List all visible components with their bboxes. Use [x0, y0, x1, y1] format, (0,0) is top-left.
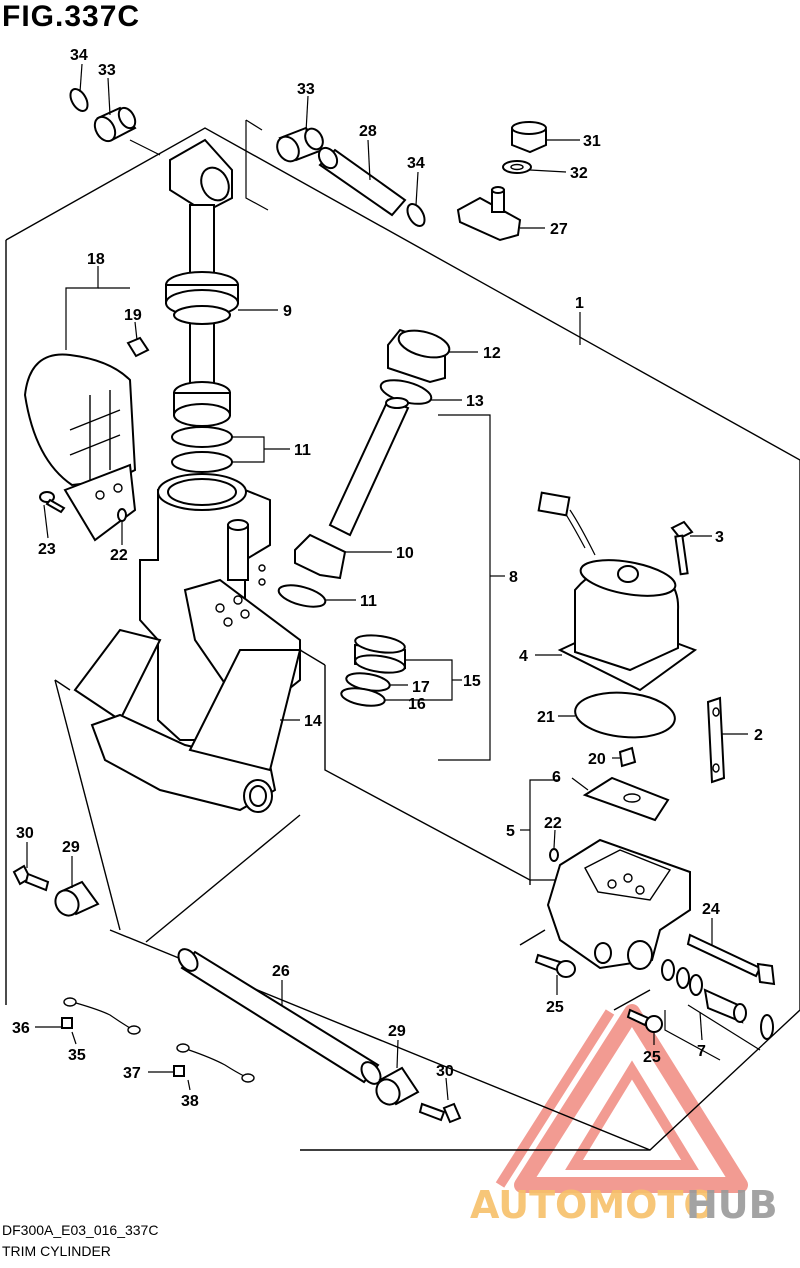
cover-18	[23, 353, 137, 542]
ground-wire-35	[63, 997, 141, 1035]
washer-22-left	[117, 508, 127, 522]
callout-31: 31	[583, 133, 601, 150]
circlip-34-left	[69, 88, 89, 112]
callout-11: 11	[294, 442, 311, 459]
callout-38: 38	[181, 1093, 199, 1110]
callout-29: 29	[388, 1023, 406, 1040]
bushing-33-mid	[276, 126, 324, 163]
screw-37	[173, 1065, 185, 1077]
o-ring-11-lower	[277, 584, 327, 608]
callout-2: 2	[754, 727, 763, 744]
bushing-29-left	[54, 880, 100, 917]
callout-5: 5	[506, 823, 515, 840]
callout-15: 15	[463, 673, 481, 690]
callout-26: 26	[272, 963, 290, 980]
pin-28	[317, 146, 407, 217]
callout-27: 27	[550, 221, 568, 238]
callout-1: 1	[575, 295, 584, 312]
circlip-34-mid	[406, 203, 426, 227]
watermark-brand-part2: HUB	[686, 1183, 778, 1227]
callout-37: 37	[123, 1065, 141, 1082]
bolt-30-right	[418, 1102, 462, 1124]
o-rings-11-upper	[171, 426, 233, 473]
pump-body-5	[546, 838, 691, 970]
callout-3: 3	[715, 529, 724, 546]
plug-19	[126, 336, 150, 358]
callout-7: 7	[697, 1043, 706, 1060]
screw-36	[61, 1017, 73, 1029]
callout-4: 4	[519, 648, 528, 665]
cylinder-body-14	[73, 628, 302, 813]
callout-34: 34	[70, 47, 88, 64]
bolt-3	[670, 520, 694, 576]
callout-23: 23	[38, 541, 56, 558]
washer-22-right	[549, 848, 559, 862]
leader-lines	[26, 63, 748, 1101]
washer-32	[502, 160, 532, 174]
bolt-30-left	[12, 864, 50, 892]
callout-30: 30	[436, 1063, 454, 1080]
bushing-33-left	[93, 106, 137, 143]
callout-33: 33	[297, 81, 315, 98]
callout-30: 30	[16, 825, 34, 842]
ring-16	[340, 687, 386, 707]
callout-11: 11	[360, 593, 377, 610]
callout-36: 36	[12, 1020, 30, 1037]
callout-16: 16	[408, 696, 426, 713]
callout-35: 35	[68, 1047, 86, 1064]
callout-21: 21	[537, 709, 555, 726]
rod-guide-9	[165, 271, 239, 325]
callout-28: 28	[359, 123, 377, 140]
callout-22: 22	[544, 815, 562, 832]
callout-25: 25	[546, 999, 564, 1016]
seal-kit-15	[354, 634, 406, 674]
callout-24: 24	[702, 901, 720, 918]
bracket-2	[706, 696, 726, 784]
o-ring-21	[574, 691, 676, 739]
callout-22: 22	[110, 547, 128, 564]
tilt-rod-eye	[169, 138, 233, 214]
valve-plate-6	[582, 776, 670, 822]
callout-6: 6	[552, 769, 561, 786]
callout-29: 29	[62, 839, 80, 856]
screw-23	[39, 491, 66, 514]
callout-12: 12	[483, 345, 501, 362]
motor-4	[537, 491, 698, 692]
bushing-29-right	[375, 1066, 420, 1106]
callout-33: 33	[98, 62, 116, 79]
watermark-brand-part1: AUTOMOTO	[470, 1183, 716, 1227]
plug-20	[618, 746, 637, 768]
free-piston-12	[387, 328, 451, 384]
callout-labels: 34 33 33 28 34 31 32 27 18 19 9 1 12 13 …	[12, 47, 763, 1110]
callout-19: 19	[124, 307, 142, 324]
callout-20: 20	[588, 751, 606, 768]
ground-wire-38	[176, 1043, 255, 1083]
callout-25: 25	[643, 1049, 661, 1066]
callout-17: 17	[412, 679, 430, 696]
callout-18: 18	[87, 251, 105, 268]
nut-31	[511, 120, 547, 154]
figure-name: TRIM CYLINDER	[2, 1243, 111, 1259]
callout-8: 8	[509, 569, 518, 586]
figure-title: FIG.337C	[2, 0, 141, 33]
callout-14: 14	[304, 713, 322, 730]
callout-10: 10	[396, 545, 414, 562]
piston-head	[173, 381, 231, 427]
watermark-text: AUTOMOTO HUB	[470, 1183, 778, 1227]
bolt-24	[686, 933, 776, 986]
figure-code: DF300A_E03_016_337C	[2, 1222, 159, 1238]
callout-13: 13	[466, 393, 484, 410]
valve-7-set	[661, 959, 774, 1040]
link-27	[456, 186, 522, 242]
callout-9: 9	[283, 303, 292, 320]
screw-25-upper	[534, 953, 576, 978]
callout-34: 34	[407, 155, 425, 172]
watermark-logo	[495, 1004, 748, 1193]
callout-32: 32	[570, 165, 588, 182]
pipe-10	[294, 397, 410, 580]
